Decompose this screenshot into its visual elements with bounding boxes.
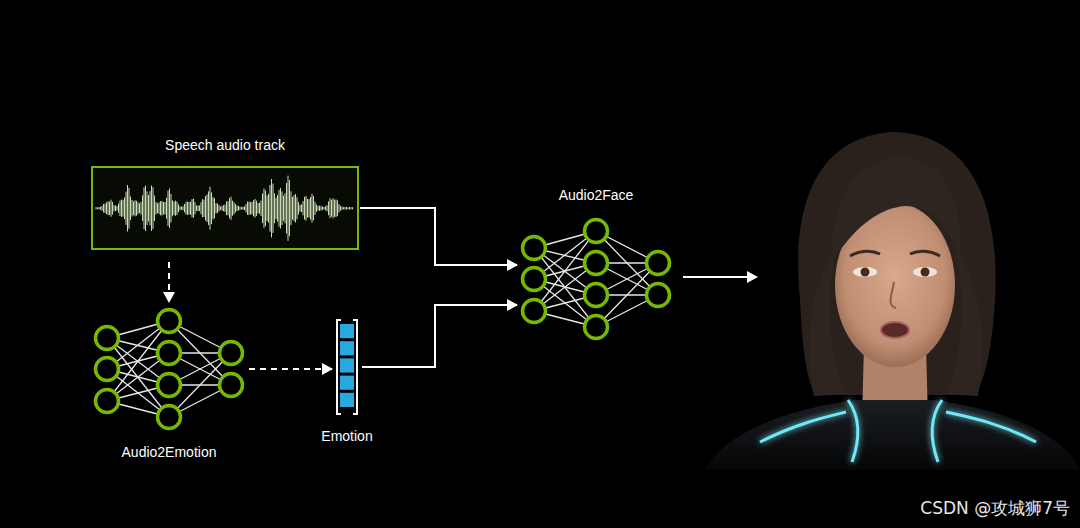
network-neuron xyxy=(647,252,670,275)
network-neuron xyxy=(523,237,546,260)
hair-side xyxy=(946,248,983,396)
network-neuron xyxy=(585,284,608,307)
eyebrow xyxy=(850,251,880,256)
audio-track-box: Speech audio track xyxy=(91,136,359,250)
suit-glow-line xyxy=(946,412,1036,442)
output-arrow-head xyxy=(747,271,758,283)
vector-cell xyxy=(340,324,354,338)
flow-arrow xyxy=(360,208,517,265)
vector-cell xyxy=(340,341,354,355)
hair-bangs xyxy=(832,157,961,262)
node-shape xyxy=(520,217,672,341)
neural-network: Audio2Face xyxy=(515,186,677,344)
output-arrow-line xyxy=(683,276,750,278)
mouth xyxy=(881,322,909,338)
vector-cell xyxy=(340,358,354,372)
suit-glow-line xyxy=(848,400,858,462)
eyebrow xyxy=(910,251,940,256)
node-shape xyxy=(93,307,245,431)
network-neuron xyxy=(523,300,546,323)
suit xyxy=(705,400,1078,470)
watermark: CSDN @攻城狮7号 xyxy=(920,497,1070,520)
node-label: Speech audio track xyxy=(91,136,359,154)
iris xyxy=(861,268,870,277)
network-neuron xyxy=(647,284,670,307)
network-neuron xyxy=(220,374,243,397)
waveform xyxy=(96,176,353,241)
network-neuron xyxy=(158,342,181,365)
node-drawing xyxy=(93,168,357,248)
eye xyxy=(853,267,877,277)
network-neuron xyxy=(585,220,608,243)
node-drawing xyxy=(520,217,672,341)
emotion-vector: Emotion xyxy=(312,316,382,440)
network-neuron xyxy=(158,310,181,333)
suit-glow-line xyxy=(932,400,942,462)
network-neuron xyxy=(158,374,181,397)
hair-side xyxy=(809,248,846,396)
dashed-arrow xyxy=(168,262,170,302)
neural-network: Audio2Emotion xyxy=(88,305,250,463)
vector-cell xyxy=(340,376,354,390)
node-drawing xyxy=(336,319,358,415)
network-neuron xyxy=(96,327,119,350)
dashed-arrow xyxy=(249,368,332,370)
hair-back xyxy=(798,132,995,395)
iris xyxy=(921,268,930,277)
node-shape xyxy=(336,319,358,415)
flow-arrow xyxy=(362,305,517,367)
network-neuron xyxy=(96,390,119,413)
eye xyxy=(913,267,937,277)
node-shape xyxy=(91,166,359,250)
suit-glow-line xyxy=(760,412,846,442)
network-neuron xyxy=(158,406,181,429)
node-drawing xyxy=(93,307,245,431)
vector-cell xyxy=(340,393,354,407)
node-label: Audio2Face xyxy=(515,186,677,204)
network-neuron xyxy=(220,342,243,365)
network-neuron xyxy=(523,268,546,291)
node-label: Emotion xyxy=(312,427,382,445)
network-neuron xyxy=(585,252,608,275)
node-label: Audio2Emotion xyxy=(88,443,250,461)
network-neuron xyxy=(585,316,608,339)
nose xyxy=(890,282,896,308)
network-neuron xyxy=(96,358,119,381)
